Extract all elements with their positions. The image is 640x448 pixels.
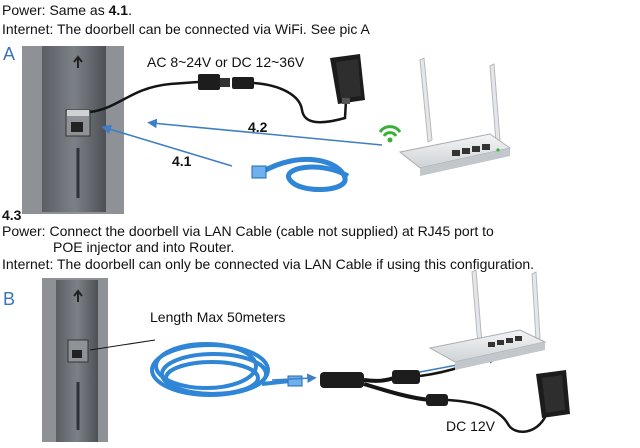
diagram-b-cable-label: Length Max 50meters — [150, 309, 286, 325]
doorbell-unit-b — [42, 278, 108, 442]
power-ref: 4.1 — [108, 2, 129, 18]
section-43-power-line2: POE injector and into Router. — [53, 239, 235, 255]
section-43-heading: 4.3 — [2, 207, 22, 223]
wifi-icon — [378, 125, 402, 143]
diagram-a-letter: A — [3, 44, 16, 64]
lan-cable-coil-b — [150, 342, 291, 397]
power-line-a: Power: Same as 4.1. — [2, 2, 132, 18]
lan-cable-a — [251, 157, 350, 193]
diagram-b-power-label: DC 12V — [446, 418, 496, 434]
doorbell-unit-a — [22, 46, 124, 214]
power-suffix: . — [128, 2, 132, 18]
internet-line-a: Internet: The doorbell can be connected … — [2, 21, 370, 37]
power-prefix: Power: Same as — [2, 2, 109, 18]
power-adapter-b-icon — [536, 370, 570, 418]
poe-injector-icon — [320, 370, 448, 406]
router-a — [398, 57, 512, 176]
arrow-b — [271, 373, 317, 384]
section-43-internet-line: Internet: The doorbell can only be conne… — [2, 256, 535, 272]
arrow-wifi-a — [147, 118, 383, 146]
power-adapter-a-icon — [330, 54, 365, 104]
diagram-a-arrow-label-wifi: 4.2 — [248, 119, 268, 135]
diagram-a-power-label: AC 8~24V or DC 12~36V — [147, 54, 305, 70]
diagram-a-arrow-label-lan: 4.1 — [172, 153, 192, 169]
diagram-b-letter: B — [3, 289, 16, 309]
arrow-lan-a — [101, 124, 233, 167]
router-b — [428, 269, 547, 370]
section-43-power-line1: Power: Connect the doorbell via LAN Cabl… — [2, 223, 494, 239]
